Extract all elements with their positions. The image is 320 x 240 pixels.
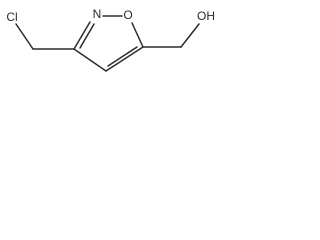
atom-label-hydroxyl: OH [197, 9, 215, 23]
bond-ch2-oh [180, 23, 200, 48]
atom-label-chlorine: Cl [6, 10, 17, 24]
bond-c3-n-outer [73, 21, 91, 50]
bond-c5-c4-inner [107, 46, 138, 67]
structure-diagram: Cl N O OH [6, 7, 215, 72]
bond-c5-c4-outer [105, 46, 144, 72]
bond-c3-n-inner [79, 23, 95, 49]
atom-label-nitrogen: N [93, 7, 102, 21]
bond-cl-ch2 [15, 23, 34, 50]
atom-label-ring-oxygen: O [123, 8, 132, 22]
bond-c4-c3 [73, 48, 107, 72]
bond-o-c5 [131, 22, 144, 48]
